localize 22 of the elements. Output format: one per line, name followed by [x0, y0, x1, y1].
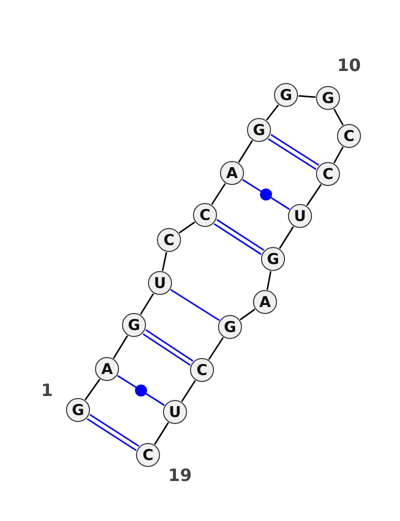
nucleotide-circle: C [190, 358, 214, 382]
nucleotide-circle: G [274, 83, 298, 107]
nucleotide-circle: A [95, 357, 119, 381]
nucleotide-circle: C [136, 443, 160, 467]
nucleotide-circle: U [163, 400, 187, 424]
nucleotide-circle: G [247, 118, 271, 142]
nucleotide-circle: G [122, 313, 146, 337]
position-number: 19 [168, 466, 192, 486]
nucleotide-circle: G [66, 398, 90, 422]
nucleotide-circle: U [148, 271, 172, 295]
nucleotide-circle: G [316, 86, 340, 110]
nucleotide-circle: A [220, 161, 244, 185]
nucleotide-circle: C [337, 124, 361, 148]
nucleotide-circle: G [261, 247, 285, 271]
nucleotide-circle: A [253, 290, 277, 314]
nucleotide-circle: G [218, 315, 242, 339]
nucleotide-circle: C [157, 228, 181, 252]
nucleotide-circle: U [288, 204, 312, 228]
position-number: 10 [337, 56, 361, 76]
nucleotide-circle: C [193, 203, 217, 227]
nucleotide-circle: C [316, 162, 340, 186]
position-number: 1 [41, 381, 53, 401]
